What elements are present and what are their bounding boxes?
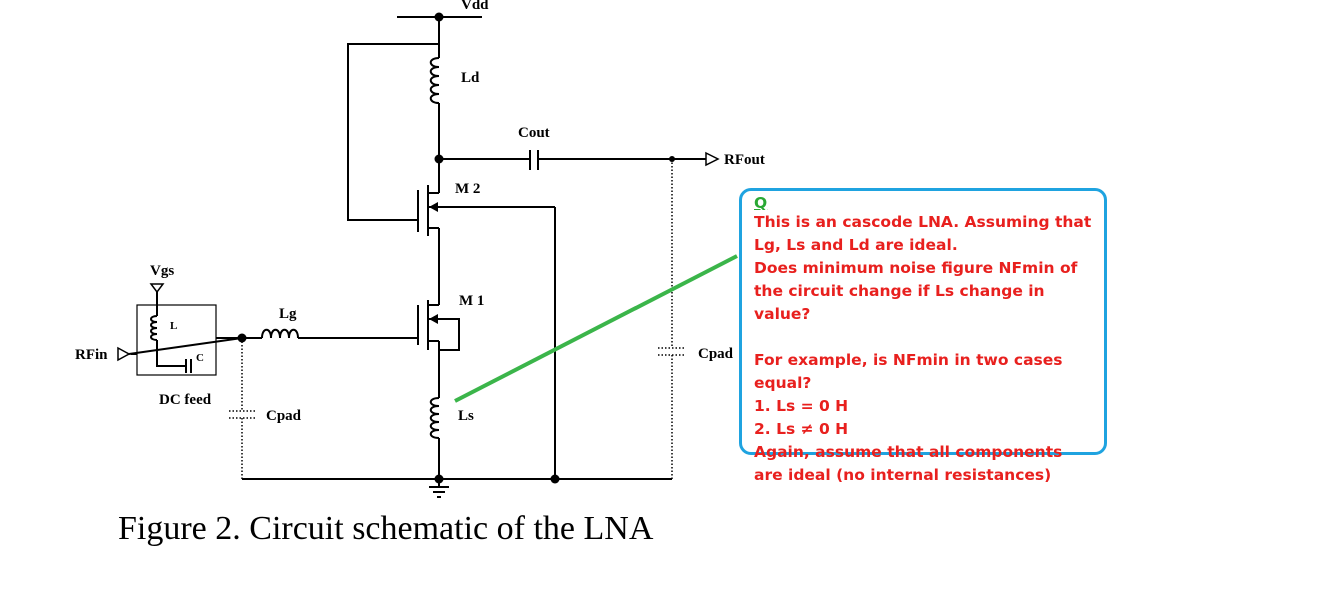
question-paragraph-3: For example, is NFmin in two cases equal… bbox=[754, 351, 1063, 392]
ground-icon bbox=[429, 486, 449, 498]
m2-transistor-icon bbox=[417, 185, 555, 292]
question-paragraph-2: Does minimum noise figure NFmin of the c… bbox=[754, 259, 1078, 323]
ld-inductor-icon bbox=[429, 57, 440, 104]
question-case-2: 2. Ls ≠ 0 H bbox=[754, 420, 849, 438]
hidden-guide bbox=[128, 337, 243, 355]
dc-feed-label: DC feed bbox=[159, 392, 212, 408]
cpad-right-label: Cpad bbox=[698, 346, 734, 362]
ls-label: Ls bbox=[458, 408, 474, 424]
question-label: Q bbox=[754, 194, 768, 212]
cout-label: Cout bbox=[518, 125, 550, 141]
figure-caption: Figure 2. Circuit schematic of the LNA bbox=[118, 510, 654, 547]
rfout-label: RFout bbox=[724, 152, 765, 168]
l-inductor-icon bbox=[150, 315, 158, 341]
rfin-label: RFin bbox=[75, 347, 108, 363]
body-ground-node bbox=[550, 474, 560, 484]
m2-label: M 2 bbox=[455, 181, 480, 197]
vdd-label: Vdd bbox=[461, 0, 489, 13]
ground-node bbox=[434, 474, 444, 484]
rfin-port-icon bbox=[117, 346, 131, 362]
ld-label: Ld bbox=[461, 70, 480, 86]
vgs-label: Vgs bbox=[150, 263, 174, 279]
m1-transistor-icon bbox=[417, 292, 460, 398]
vgs-port-icon bbox=[149, 283, 165, 294]
m1-label: M 1 bbox=[459, 293, 484, 309]
lg-inductor-icon bbox=[261, 328, 299, 339]
cpad-left-label: Cpad bbox=[266, 408, 302, 424]
annotation-pointer-line bbox=[454, 254, 738, 403]
l-label: L bbox=[170, 320, 177, 332]
question-paragraph-4: Again, assume that all components are id… bbox=[754, 443, 1063, 484]
spacer bbox=[754, 326, 1094, 349]
dc-feed-inner-wire bbox=[156, 340, 186, 367]
lg-label: Lg bbox=[279, 306, 297, 322]
question-case-1: 1. Ls = 0 H bbox=[754, 397, 849, 415]
question-paragraph-1: This is an cascode LNA. Assuming that Lg… bbox=[754, 213, 1092, 254]
m2-gate-bias-wire bbox=[347, 43, 439, 221]
rfout-port-icon bbox=[705, 151, 720, 167]
dc-feed-block bbox=[136, 304, 217, 376]
ls-inductor-icon bbox=[429, 397, 440, 439]
c-label: C bbox=[196, 352, 204, 364]
question-annotation-box: Q This is an cascode LNA. Assuming that … bbox=[739, 188, 1107, 484]
